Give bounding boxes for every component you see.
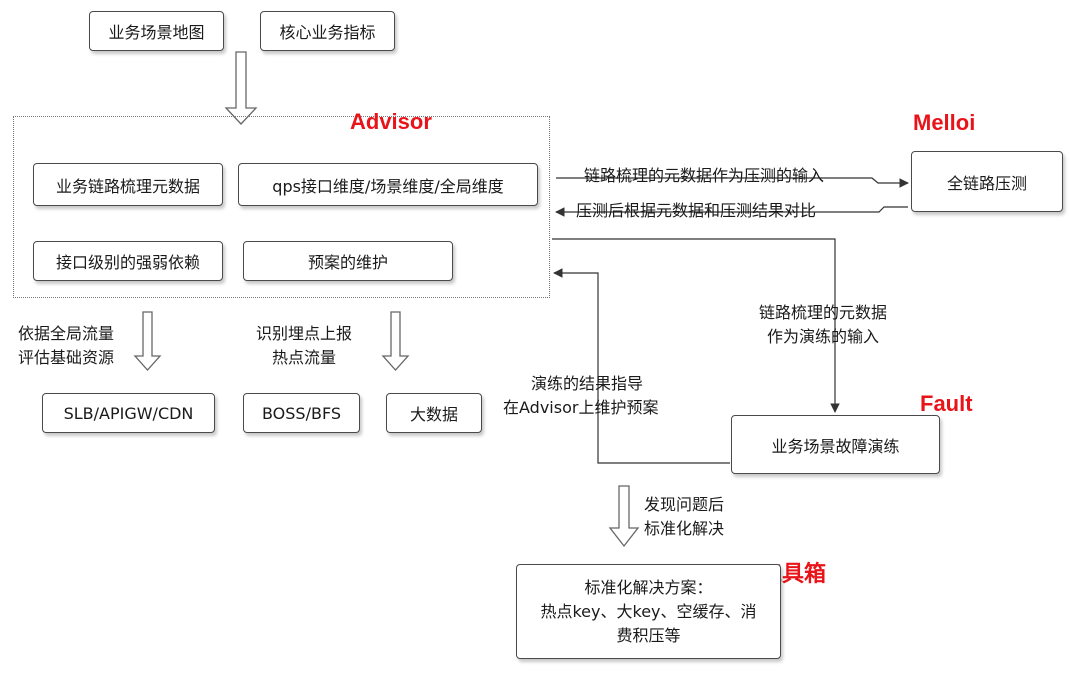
- hollow-arrow-to-bigdata: [381, 311, 410, 371]
- hollow-arrow-to-slb: [133, 311, 162, 371]
- slb-label: SLB/APIGW/CDN: [63, 403, 194, 423]
- melloi-title: Melloi: [913, 110, 976, 135]
- slb-box: SLB/APIGW/CDN: [42, 393, 215, 433]
- fault-title: Fault: [920, 391, 973, 416]
- scene-map-box: 业务场景地图: [89, 11, 224, 51]
- discover-label-1: 发现问题后: [644, 495, 725, 514]
- fault-input-label-2: 作为演练的输入: [767, 327, 880, 346]
- melloi-label: 全链路压测: [946, 173, 1027, 193]
- melloi-result-label: 压测后根据元数据和压测结果对比: [576, 201, 817, 220]
- scene-map-label: 业务场景地图: [108, 23, 205, 42]
- fault-result-label-2: 在Advisor上维护预案: [503, 398, 659, 417]
- toolbox-line-2: 热点key、大key、空缓存、消: [540, 601, 757, 621]
- resource-label-1: 依据全局流量: [18, 324, 115, 343]
- fault-result-label-1: 演练的结果指导: [531, 374, 644, 393]
- fault-label: 业务场景故障演练: [771, 436, 900, 456]
- hollow-arrow-to-advisor: [224, 51, 258, 125]
- bigdata-box: 大数据: [386, 393, 482, 433]
- melloi-box: 全链路压测: [911, 151, 1063, 212]
- core-metrics-box: 核心业务指标: [260, 11, 395, 51]
- fault-box: 业务场景故障演练: [731, 415, 940, 474]
- hotspot-label-2: 热点流量: [272, 348, 337, 367]
- boss-box: BOSS/BFS: [243, 393, 360, 433]
- hollow-arrow-to-toolbox: [608, 485, 640, 548]
- arrow-melloi-to-advisor: [555, 206, 908, 217]
- bigdata-label: 大数据: [409, 405, 458, 424]
- discover-label-2: 标准化解决: [644, 519, 725, 538]
- toolbox-line-1: 标准化解决方案：: [584, 577, 713, 597]
- boss-label: BOSS/BFS: [261, 403, 342, 423]
- advisor-group: [13, 116, 550, 298]
- arrow-advisor-to-fault: [552, 238, 840, 413]
- metadata-label: 业务链路梳理元数据: [55, 176, 200, 196]
- advisor-title: Advisor: [350, 109, 432, 134]
- arrow-advisor-to-melloi: [556, 177, 909, 188]
- toolbox-line-3: 费积压等: [616, 625, 681, 645]
- plan-box: 预案的维护: [243, 241, 453, 281]
- fault-input-label-1: 链路梳理的元数据: [759, 303, 888, 322]
- resource-label-2: 评估基础资源: [18, 348, 115, 367]
- qps-label: qps接口维度/场景维度/全局维度: [272, 176, 504, 196]
- toolbox-box: 标准化解决方案： 热点key、大key、空缓存、消 费积压等: [516, 564, 781, 659]
- core-metrics-label: 核心业务指标: [279, 23, 376, 42]
- arrow-fault-to-advisor: [553, 268, 730, 464]
- hotspot-label-1: 识别埋点上报: [256, 324, 353, 343]
- qps-box: qps接口维度/场景维度/全局维度: [238, 163, 538, 206]
- dependency-label: 接口级别的强弱依赖: [55, 253, 200, 272]
- melloi-input-label: 链路梳理的元数据作为压测的输入: [584, 166, 825, 185]
- plan-label: 预案的维护: [307, 253, 388, 272]
- metadata-box: 业务链路梳理元数据: [33, 163, 223, 206]
- dependency-box: 接口级别的强弱依赖: [33, 241, 223, 281]
